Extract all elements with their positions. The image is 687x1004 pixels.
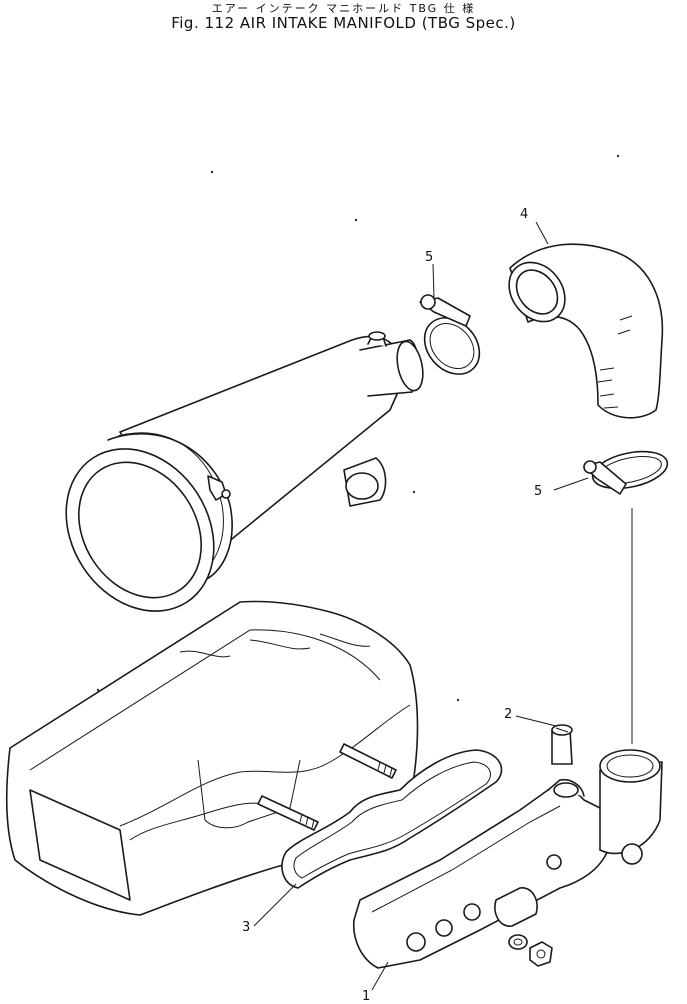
plug <box>551 724 573 765</box>
intake-manifold <box>353 749 663 969</box>
title-japanese: エアー インテーク マニホールド TBG 仕 様 <box>211 2 476 15</box>
manifold-gasket <box>281 749 503 889</box>
intake-hose <box>508 243 664 419</box>
callout-3: 3 <box>242 920 250 935</box>
leader-lines <box>253 221 633 991</box>
callout-4: 4 <box>520 207 528 222</box>
scan-specks <box>96 154 620 702</box>
callout-5-lower: 5 <box>534 484 542 499</box>
callout-2: 2 <box>504 707 512 722</box>
hose-clamp-upper <box>419 294 481 375</box>
figure-title: Fig. 112 AIR INTAKE MANIFOLD (TBG Spec.) <box>171 14 516 32</box>
washer-and-nut <box>508 934 553 967</box>
callout-1: 1 <box>362 989 370 1004</box>
manifold-studs <box>257 743 397 831</box>
callout-5-upper: 5 <box>425 250 433 265</box>
hose-clamp-lower <box>583 450 669 495</box>
air-cleaner <box>65 331 424 612</box>
